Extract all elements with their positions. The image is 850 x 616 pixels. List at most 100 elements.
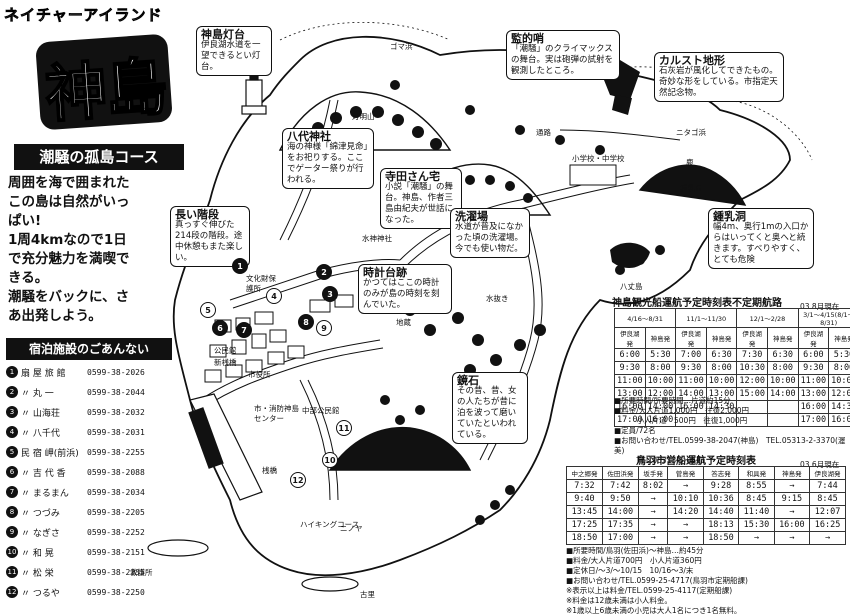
map-marker-12: 12: [290, 472, 306, 488]
lodging-number: 9: [6, 526, 18, 538]
table-cell: 18:50: [703, 532, 738, 545]
map-marker-6: 6: [212, 320, 228, 336]
label-waterpass: 水抜き: [486, 294, 509, 304]
lodging-tel: 0599-38-2034: [87, 488, 145, 497]
table-cell: →: [739, 532, 774, 545]
info-line: ■お問い合わせ/TEL.0599-25-4717(鳥羽市定期船課): [566, 576, 846, 586]
lodging-name: 〃 まるまん: [21, 486, 87, 499]
table-cell: 8:00: [645, 362, 676, 375]
label-shichikoubou: 市・消防神島センター: [254, 404, 300, 424]
map-marker-2: 2: [316, 264, 332, 280]
spot-kagami: 鏡石その昔、昔、女の人たちが昔に泊を波って磨いていたといわれている。: [452, 372, 528, 444]
table-cell: 15:30: [739, 519, 774, 532]
table-cell: →: [774, 480, 809, 493]
label-jizou: 地蔵: [396, 318, 411, 328]
spot-kanteki: 監的哨「潮騒」のクライマックスの舞台。実は砲弾の試射を観測したところ。: [506, 30, 620, 80]
lodging-number: 4: [6, 426, 18, 438]
lodging-number: 2: [6, 386, 18, 398]
label-suijinja: 水神神社: [362, 234, 392, 244]
lodging-tel: 0599-38-2088: [87, 468, 145, 477]
table-cell: →: [638, 493, 668, 506]
lodging-tel: 0599-38-2151: [87, 548, 145, 557]
spot-tokei: 時計台跡かつてはここの時計のみが島の時刻を刻んでいた。: [358, 264, 452, 314]
lodging-tel: 0599-38-2026: [87, 368, 145, 377]
course-name: 潮騒の孤島コース: [14, 144, 184, 170]
column-header: 伊良湖発: [676, 328, 707, 349]
page-title: 神島: [41, 36, 169, 134]
lodging-tel: 0599-38-2205: [87, 508, 145, 517]
table-cell: 9:30: [615, 362, 646, 375]
table-cell: →: [668, 532, 703, 545]
table-cell: 8:55: [739, 480, 774, 493]
label-karstroad: 通路: [536, 128, 551, 138]
column-header: 神島発: [645, 328, 676, 349]
table-cell: 9:50: [602, 493, 638, 506]
label-futago: ニタゴ浜: [676, 128, 706, 138]
table-cell: 18:13: [703, 519, 738, 532]
lodging-name: 〃 山海荘: [21, 406, 87, 419]
label-koshikimura: 古里: [360, 590, 375, 600]
table-cell: 12:00: [737, 375, 768, 388]
lodging-number: 11: [6, 566, 18, 578]
lodging-name: 〃 なぎさ: [21, 526, 87, 539]
lodging-tel: 0599-38-2250: [87, 588, 145, 597]
table-cell: 17:35: [602, 519, 638, 532]
table-cell: 7:32: [567, 480, 603, 493]
ferry2-title: 鳥羽市営船運航予定時刻表: [636, 452, 756, 467]
lodging-tel: 0599-38-2252: [87, 528, 145, 537]
table-cell: 10:00: [645, 375, 676, 388]
lodging-name: 〃 和 晃: [21, 546, 87, 559]
table-cell: 5:30: [645, 349, 676, 362]
label-toumyouyama: 灯明山: [352, 112, 375, 122]
spot-nyuudou: 鍾乳洞幅4m、奥行1mの入口からはいってくと奥へと続きます。すべりやすく、とても…: [708, 208, 814, 269]
table-cell: 6:00: [615, 349, 646, 362]
label-shika: 鹿: [686, 158, 694, 168]
nyuudou-rock: [610, 243, 650, 268]
lodging-number: 5: [6, 446, 18, 458]
spot-lighthouse: 神島灯台伊良湖水道を一望できるとい灯台。: [196, 26, 272, 76]
column-header: 中之郷発: [567, 467, 603, 480]
table-cell: 7:30: [737, 349, 768, 362]
spot-yashiro: 八代神社海の神様「綿津見命」をお祀りする。ここでゲーター祭りが行われる。: [282, 128, 374, 189]
table-cell: 9:28: [703, 480, 738, 493]
label-nyuugaoka: 鍾乳丘: [680, 184, 703, 194]
ferry2-info: ■所要時間/鳥羽(佐田浜)～神島…約45分■料金/大人片道700円 小人片道36…: [566, 546, 846, 616]
table-cell: 6:30: [767, 349, 798, 362]
info-line: ■所要時間/鳥羽(佐田浜)～神島…約45分: [566, 546, 846, 556]
column-header: 伊良湖発: [737, 328, 768, 349]
table-cell: 8:00: [829, 362, 850, 375]
lodging-number: 10: [6, 546, 18, 558]
table-cell: 6:30: [706, 349, 737, 362]
table-cell: 10:36: [703, 493, 738, 506]
map-marker-9: 9: [316, 320, 332, 336]
table-cell: 6:00: [798, 349, 829, 362]
lodging-tel: 0599-38-2255: [87, 448, 145, 457]
table-cell: →: [638, 519, 668, 532]
column-header: 神島発: [706, 328, 737, 349]
info-line: ■所要時間/所要時間…片道約15分: [614, 396, 846, 406]
label-school: 小学校・中学校: [572, 154, 625, 164]
column-header: 神島発: [829, 328, 850, 349]
label-hachiya: 八丈島: [620, 282, 643, 292]
label-shiyakusho: 市役所: [248, 370, 271, 380]
table-cell: →: [668, 480, 703, 493]
table-cell: 9:40: [567, 493, 603, 506]
table-cell: 10:30: [737, 362, 768, 375]
lodging-tel: 0599-38-2031: [87, 428, 145, 437]
spot-karst: カルスト地形石灰岩が風化してできたもの。奇妙な形をしている。市指定天然記念物。: [654, 52, 784, 102]
column-header: 佐田浜発: [602, 467, 638, 480]
table-cell: 7:42: [602, 480, 638, 493]
map-marker-5: 5: [200, 302, 216, 318]
table-cell: 10:00: [706, 375, 737, 388]
